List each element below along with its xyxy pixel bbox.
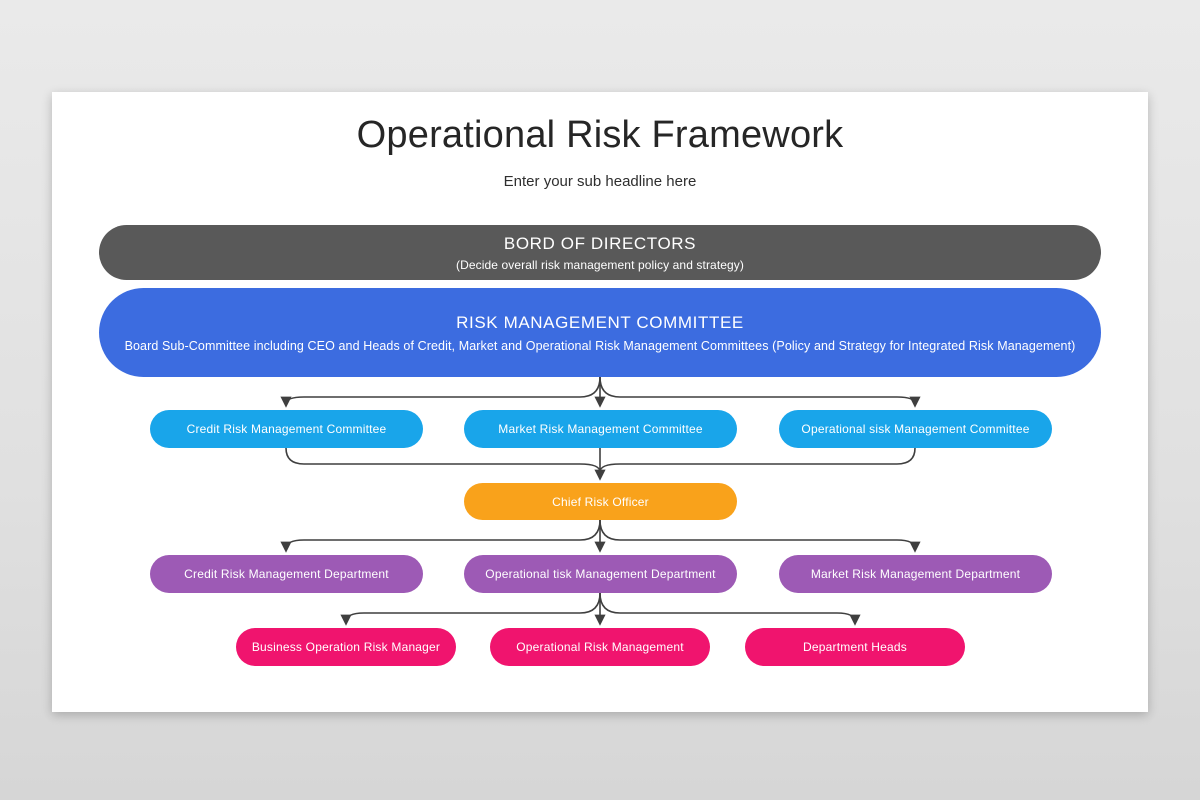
node-operational-risk-management: Operational Risk Management [490,628,710,666]
node-credit-risk-committee: Credit Risk Management Committee [150,410,423,448]
committee-subtitle: Board Sub-Committee including CEO and He… [124,338,1076,353]
node-business-operation-risk-manager: Business Operation Risk Manager [236,628,456,666]
node-department-heads: Department Heads [745,628,965,666]
committee-title: RISK MANAGEMENT COMMITTEE [456,312,744,332]
node-market-risk-committee: Market Risk Management Committee [464,410,737,448]
node-board-of-directors: BORD OF DIRECTORS (Decide overall risk m… [99,225,1101,280]
node-operational-risk-committee: Operational sisk Management Committee [779,410,1052,448]
board-title: BORD OF DIRECTORS [503,233,697,253]
slide-canvas: Operational Risk Framework Enter your su… [52,92,1148,712]
page-title: Operational Risk Framework [356,114,844,156]
node-chief-risk-officer: Chief Risk Officer [464,483,737,520]
page-subtitle: Enter your sub headline here [503,173,697,190]
node-risk-management-committee: RISK MANAGEMENT COMMITTEE Board Sub-Comm… [99,288,1101,377]
node-credit-risk-department: Credit Risk Management Department [150,555,423,593]
node-operational-risk-department: Operational tisk Management Department [464,555,737,593]
board-subtitle: (Decide overall risk management policy a… [456,257,744,272]
node-market-risk-department: Market Risk Management Department [779,555,1052,593]
